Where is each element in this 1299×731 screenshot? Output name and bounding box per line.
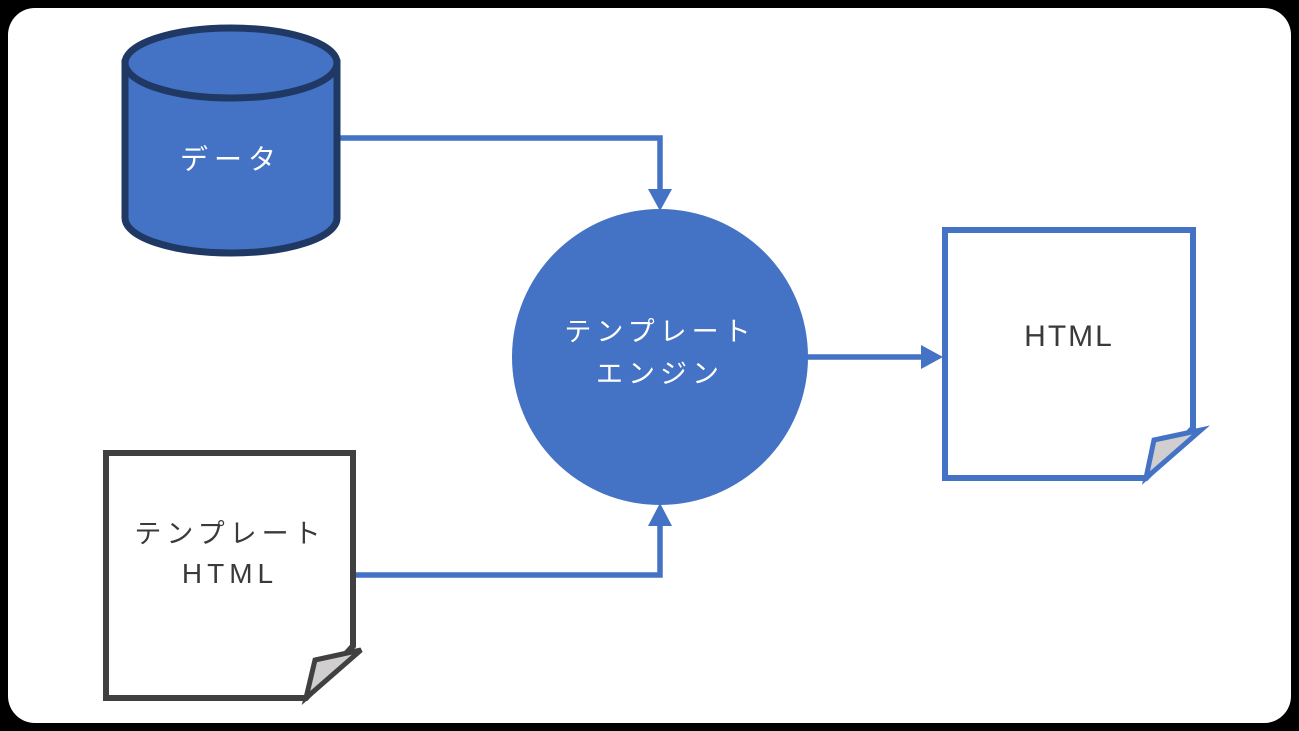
output-html-node: HTML [942, 227, 1210, 485]
template-html-label-line2: HTML [182, 558, 278, 589]
folded-corner-icon [1142, 425, 1210, 485]
arrow-template-to-engine [350, 503, 672, 578]
arrow-data-to-engine [334, 135, 672, 211]
engine-label-line2: エンジン [596, 359, 724, 389]
cylinder-top [121, 24, 341, 102]
arrowhead-down-icon [648, 189, 672, 211]
arrow-line [350, 524, 663, 578]
template-html-node: テンプレート HTML [103, 450, 363, 706]
arrowhead-right-icon [921, 345, 943, 369]
cylinder-body [121, 59, 341, 257]
folded-corner-icon [301, 647, 363, 706]
arrowhead-up-icon [648, 503, 672, 526]
data-store-label: データ [180, 144, 282, 175]
engine-circle [512, 209, 808, 505]
arrow-engine-to-output [806, 345, 943, 369]
database-cylinder-node: データ [121, 24, 341, 257]
engine-label-line1: テンプレート [564, 317, 755, 347]
template-html-label-line1: テンプレート [134, 519, 325, 549]
arrow-line [334, 135, 663, 191]
template-engine-node: テンプレート エンジン [512, 209, 808, 505]
output-html-label: HTML [1024, 320, 1114, 353]
